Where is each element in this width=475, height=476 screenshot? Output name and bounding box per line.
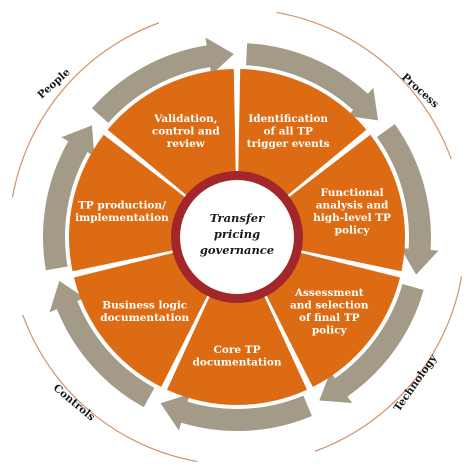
process-segments [68, 69, 405, 406]
center-circle [180, 180, 294, 294]
segment-5-label-line-2: documentation [100, 312, 189, 324]
segment-7 [107, 69, 236, 199]
segment-3-label-line-1: Assessment [294, 287, 364, 299]
segment-1-label-line-2: of all TP [264, 126, 313, 138]
outer-label-people: People [35, 66, 72, 101]
segment-6-label-line-1: TP production/ [78, 199, 166, 211]
segment-2-label-line-1: Functional [320, 187, 383, 199]
center-label-line-2: pricing [214, 227, 260, 241]
center-label-line-1: Transfer [210, 211, 265, 225]
cycle-arrow [43, 125, 95, 271]
segment-3-label-line-4: policy [312, 324, 348, 336]
outer-arc [314, 276, 463, 452]
segment-7-label-line-2: control and [152, 126, 220, 138]
center-hub: Transfer pricing governance [171, 171, 303, 303]
outer-arc [11, 22, 160, 198]
segment-7-label-line-1: Validation, [153, 113, 217, 125]
segment-2-label-line-2: analysis and [316, 199, 389, 211]
outer-thin-arcs [11, 11, 463, 463]
cycle-arrow [49, 280, 155, 408]
segment-7-label-line-3: review [167, 138, 206, 150]
cycle-arrow [246, 43, 379, 121]
outer-label-controls: Controls [51, 382, 97, 424]
segment-2-label-line-3: high-level TP [313, 212, 391, 224]
outer-label-technology: Technology [392, 352, 440, 414]
segment-1-label-line-3: trigger events [247, 138, 330, 150]
segment-6-label-line-2: implementation [75, 212, 169, 224]
segment-5 [73, 251, 210, 387]
cycle-arrow [376, 124, 439, 275]
outer-arc [276, 11, 452, 160]
segment-1 [238, 69, 367, 199]
center-label-line-3: governance [200, 243, 274, 257]
segment-4-label-line-1: Core TP [214, 344, 261, 356]
segment-2-label-line-4: policy [335, 224, 371, 236]
segment-3-label-line-3: of final TP [299, 312, 360, 324]
cycle-arrow [319, 283, 424, 404]
segment-1-label-line-1: Identification [248, 113, 328, 125]
segment-5-label-line-1: Business logic [102, 299, 187, 311]
segment-3-label-line-2: and selection [290, 299, 369, 311]
cycle-arrow [160, 394, 312, 431]
segment-3 [264, 251, 401, 387]
outer-label-process: Process [399, 71, 441, 110]
segment-2 [284, 134, 405, 272]
cycle-arrow [91, 37, 234, 123]
segment-6 [68, 134, 190, 272]
segment-4-label-line-2: documentation [193, 356, 282, 368]
cycle-arrows [43, 37, 439, 431]
outer-arc [22, 314, 198, 463]
segment-4 [167, 291, 307, 406]
